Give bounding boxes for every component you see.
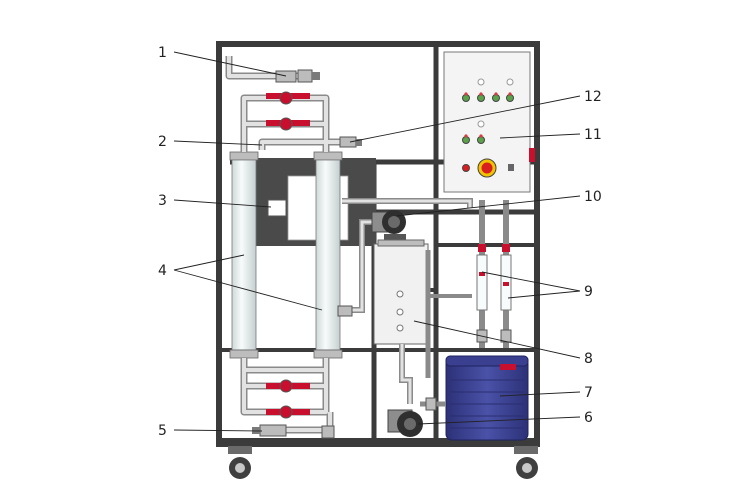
column-right — [313, 151, 343, 359]
callout-5: 5 — [158, 423, 167, 439]
leader-9b — [507, 290, 581, 299]
pump-lower — [387, 397, 446, 437]
sensor-box — [267, 199, 287, 217]
callout-2: 2 — [158, 134, 167, 150]
leader-6 — [417, 416, 581, 425]
callout-8: 8 — [584, 351, 593, 367]
leader-8 — [413, 320, 581, 359]
leader-1 — [173, 51, 287, 77]
callout-3: 3 — [158, 193, 167, 209]
flowmeters — [476, 200, 512, 348]
leader-3 — [173, 199, 272, 208]
emergency-stop-icon — [481, 162, 493, 174]
callout-1: 1 — [158, 45, 167, 61]
leader-5 — [173, 429, 263, 432]
vessel — [373, 239, 472, 404]
caster-right — [514, 446, 538, 479]
leader-12 — [349, 95, 581, 143]
callout-4: 4 — [158, 263, 167, 279]
callout-7: 7 — [584, 385, 593, 401]
control-panel — [443, 51, 535, 193]
leader-2 — [173, 140, 263, 146]
frame-bottom-rail — [216, 438, 540, 447]
callout-labels: 1 2 3 4 5 6 7 8 9 10 11 12 — [158, 45, 602, 439]
tank — [445, 355, 529, 441]
red-lamp-icon — [462, 164, 470, 172]
top-piping — [225, 56, 350, 152]
leader-11 — [499, 133, 581, 139]
bottom-piping-inner — [242, 358, 332, 432]
leader-7 — [499, 391, 581, 397]
indicator-lamps-row-1 — [462, 92, 514, 102]
caster-left — [228, 446, 252, 479]
callout-9: 9 — [584, 284, 593, 300]
indicator-lamps-row-2 — [462, 134, 485, 144]
leader-4a — [173, 254, 245, 271]
leader-10 — [395, 195, 581, 217]
top-valves — [266, 69, 362, 148]
callout-10: 10 — [584, 189, 602, 205]
leader-9a — [481, 271, 581, 292]
leader-4b — [173, 269, 323, 311]
leader-lines — [173, 51, 581, 432]
callout-12: 12 — [584, 89, 602, 105]
callout-6: 6 — [584, 410, 593, 426]
column-left — [229, 151, 259, 359]
callout-11: 11 — [584, 127, 602, 143]
